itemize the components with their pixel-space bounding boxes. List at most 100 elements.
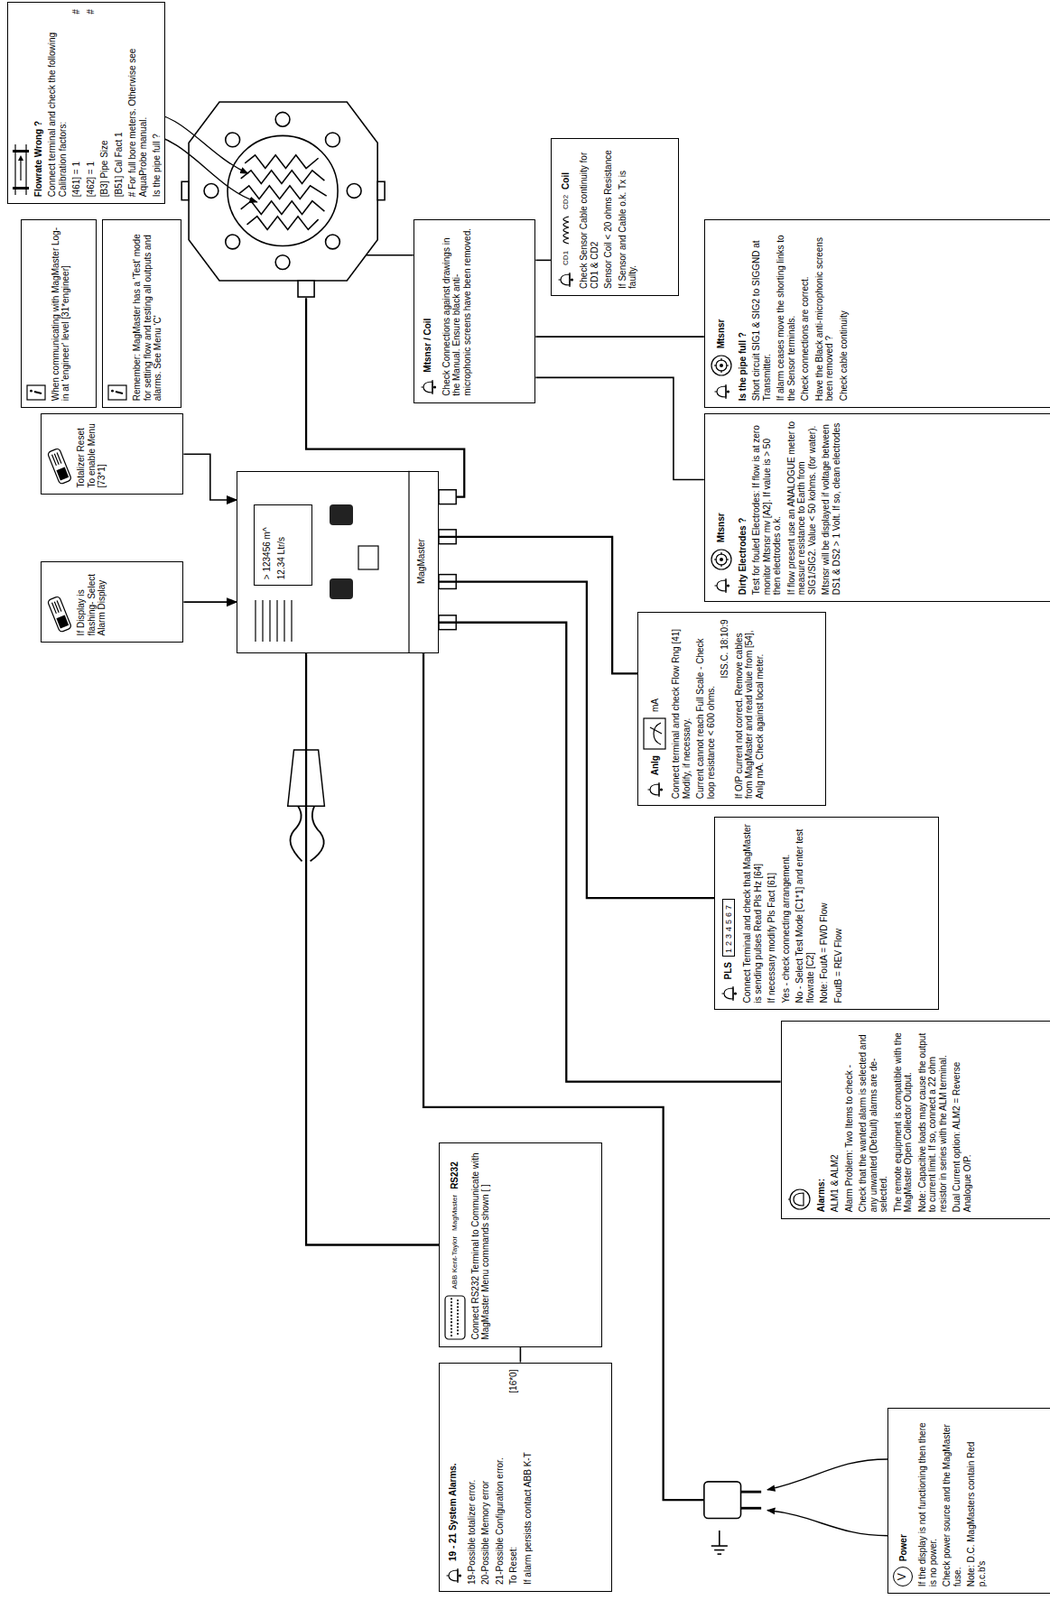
header-row: VPower [892,1415,913,1588]
node-text: Note: FoutA = FWD Flow [818,824,830,1004]
node-text: > 123456 m^ [261,511,273,580]
header-row [786,1028,812,1213]
mains-plug [704,1459,888,1555]
abell-symbol [786,1187,812,1213]
node-text: ISS.C. 18:10:9 [719,619,731,800]
bell-symbol [712,382,731,401]
bell-icon [712,576,731,595]
node-text: FoutB = REV Flow [833,824,845,1004]
node-text: Dirty Electrodes ? [737,420,749,595]
node-text: Connect RS232 Terminal to Communicate wi… [470,1150,492,1340]
keypad-note: If Display is flashing- Select Alarm Dis… [40,561,184,643]
node-text: Coil [560,172,572,190]
node-text: ABB Kent-Taylor [450,1236,459,1291]
bell-symbol [556,270,575,289]
node-text: Current cannot reach Full Scale - Check … [695,619,716,800]
pipe-symbol [12,142,29,197]
node-text: 12.34 Ltr/s [276,511,288,580]
flowmeter-flange [181,102,385,298]
node-text: If O/P current not correct. Remove cable… [734,619,766,800]
pipe-icon [12,142,29,197]
node-text: Check power source and the MagMaster fus… [941,1415,963,1588]
node-text: If flow present use an ANALOGUE meter to… [786,420,818,595]
node-text: Check cable continuity [838,226,850,401]
connector-line [183,601,237,604]
keypad-symbol [46,594,72,636]
check-box: Alarms:ALM1 & ALM2Alarm Problem: Two Ite… [780,1021,1050,1220]
keypad-symbol [46,446,72,488]
node-text: Connect Terminal and check that MagMaste… [742,824,763,1004]
node-text: Short circuit SIG1 & SIG2 to SIGGND at T… [751,226,772,401]
check-box: MtsnsrIs the pipe full ?Short circuit SI… [704,219,1050,409]
node-text: MagMaster [416,488,428,634]
info-symbol [107,384,128,401]
node-text: Yes - check connecting arrangement. [780,824,792,1004]
text-row: [462] = 1# [85,9,97,197]
header-row: Mtsnsr / Coil [418,226,437,397]
bell-icon [645,780,664,800]
check-box: VPowerIf the display is not functioning … [887,1408,1050,1595]
node-text: If Sensor and Cable o.k. Tx is faulty. [617,145,639,289]
node-text: Totalizer Reset To enable Menu [73*1] [75,420,108,488]
node-text: If the display is not functioning then t… [917,1415,939,1588]
node-text: 21-Possible Configuration error. [494,1370,506,1586]
keypad-note: Totalizer Reset To enable Menu [73*1] [40,413,184,495]
sensor-icon [709,353,734,378]
coil-icon [556,214,575,246]
node-text: The remote equipment is compatible with … [892,1028,914,1213]
node-text: Is the pipe full ? [151,9,163,197]
node-text: ALM1 & ALM2 [829,1028,841,1213]
bell-symbol [712,576,731,595]
node-text: Is the pipe full ? [737,226,749,401]
node-text: Dual Current option: ALM2 = Reverse Anal… [951,1028,973,1213]
node-text: Test for fouled Electrodes: If flow is a… [751,420,783,595]
node-text: # [71,9,83,15]
node-text: Flowrate Wrong ? [33,9,45,197]
note-box: Flowrate Wrong ?Connect terminal and che… [7,1,166,205]
connector-line [183,454,237,501]
transmitter-body: MagMaster > 123456 m^12.34 Ltr/s [236,471,439,653]
header-row [12,9,29,197]
check-box: 19 - 21 System Alarms.19-Possible totali… [438,1363,613,1593]
node-text: CD2 [561,195,570,210]
info-icon [107,384,128,401]
info-symbol [26,384,47,401]
node-text: Check that the wanted alarm is selected … [857,1028,890,1213]
info-note: When communicating with MagMaster Log-in… [20,219,98,409]
header-row: Mtsnsr [709,226,734,401]
check-box: ABB Kent-TaylorMagMasterRS232Connect RS2… [438,1142,603,1348]
bell-icon [556,270,575,289]
abell-icon [786,1187,812,1213]
connector-line [535,377,704,480]
header-row: 19 - 21 System Alarms. [444,1370,463,1586]
node-text: Check connections are correct. [799,226,811,401]
node-text: PLS [723,962,735,980]
check-box: PLS1234567Connect Terminal and check tha… [714,817,939,1012]
info-note: Remember: MagMaster has a 'Test' mode fo… [102,219,182,409]
node-text: # [85,9,97,15]
header-row [26,226,47,401]
display-screen: > 123456 m^12.34 Ltr/s [253,504,312,586]
node-text: MagMaster [450,1195,459,1232]
connector-line [438,582,715,900]
db25-symbol [444,1295,466,1341]
header-row [107,226,128,401]
connector-line [535,335,704,338]
node-text: Check Sensor Cable continuity for CD1 & … [578,145,600,289]
check-box: AnlgmAConnect terminal and check Flow Rn… [637,612,827,807]
node-text: Anlg [650,755,661,776]
check-box: Mtsnsr / CoilCheck Connections against d… [413,219,537,404]
node-text: To Reset: [508,1547,520,1586]
cable-glands [438,490,456,631]
node-text: Alarm Problem: Two Items to check - [844,1028,855,1213]
node-text: Connect terminal and check the following… [46,9,68,197]
header-row: CD1CD2Coil [556,145,575,289]
node-text: Sensor Coil < 20 ohms Resistance [603,145,614,289]
node-text: Mtsnsr will be displayed if voltage betw… [820,420,842,595]
node-text: Remember: MagMaster has a 'Test' mode fo… [131,226,164,401]
node-text: V [892,1567,913,1588]
keypad-icon [46,446,72,488]
node-text: Note: Capacitive loads may cause the out… [917,1028,949,1213]
node-text: Alarms: [816,1028,827,1213]
node-text: If Display is flashing- Select Alarm Dis… [75,568,108,636]
